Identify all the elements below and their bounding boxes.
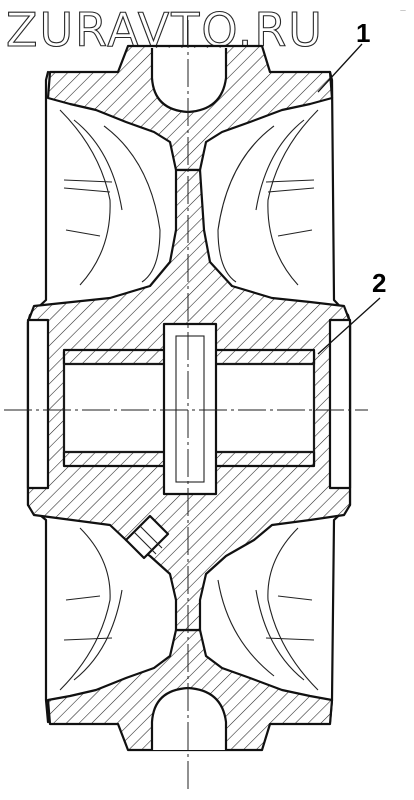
callout-2-leader: [317, 297, 381, 355]
callout-1-leader: [317, 43, 363, 93]
right-lower-cavity: [217, 527, 319, 691]
callout-2: 2: [317, 268, 386, 355]
callout-1: 1: [317, 18, 370, 93]
drain-plug: [124, 514, 170, 560]
center-plug-inner: [175, 335, 205, 483]
callout-2-label: 2: [372, 268, 386, 298]
watermark-text: ZURAVTO.RU: [6, 3, 324, 57]
corner-mark: —: [400, 7, 406, 14]
right-seal-recess: [328, 318, 352, 490]
left-lower-cavity: [59, 527, 123, 691]
right-upper-cavity: [217, 109, 319, 286]
top-groove: [150, 48, 228, 114]
callout-1-label: 1: [356, 18, 370, 48]
drain-plug-detail: [133, 525, 163, 555]
center-plug: [162, 322, 218, 496]
bottom-groove: [150, 686, 228, 750]
left-upper-cavity: [59, 109, 161, 286]
left-seal-recess: [26, 318, 50, 490]
